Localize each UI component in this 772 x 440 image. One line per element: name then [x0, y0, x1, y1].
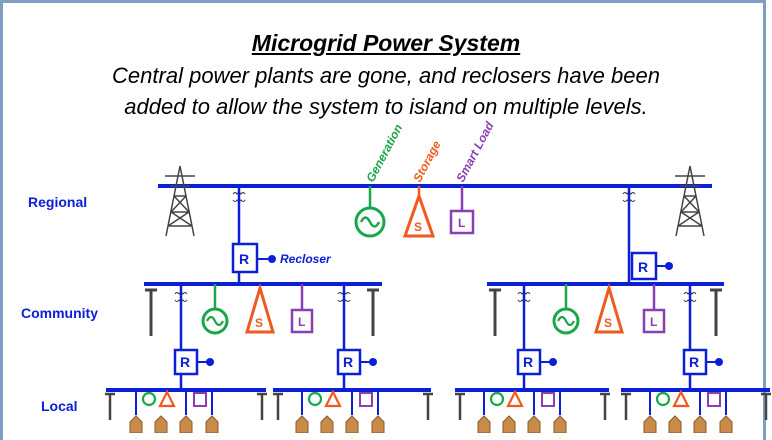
- house-icon: [295, 415, 385, 433]
- house-icon: [129, 415, 219, 433]
- storage-icon: [593, 282, 625, 334]
- generation-icon: [655, 391, 671, 407]
- smart-load-icon: [707, 392, 721, 407]
- recloser-symbol: R: [239, 251, 249, 267]
- smart-load-icon: [359, 392, 373, 407]
- local-cluster: [455, 389, 610, 433]
- svg-text:R: R: [180, 354, 190, 370]
- svg-text:R: R: [343, 354, 353, 370]
- local-cluster: [621, 389, 771, 433]
- storage-icon: [158, 389, 176, 408]
- storage-symbol: S: [414, 220, 422, 234]
- svg-text:R: R: [638, 259, 648, 275]
- svg-text:S: S: [604, 316, 612, 330]
- smart-load-icon: [642, 308, 666, 334]
- svg-text:R: R: [523, 354, 533, 370]
- subtitle-line-2: added to allow the system to island on m…: [124, 94, 648, 119]
- svg-text:R: R: [689, 354, 699, 370]
- transmission-tower-icon: [165, 165, 195, 237]
- diagram-title: Microgrid Power System: [251, 30, 521, 56]
- level-label-regional: Regional: [28, 194, 87, 210]
- house-icon: [643, 415, 733, 433]
- legend-smart-load: Smart Load: [453, 119, 497, 184]
- local-cluster: [273, 389, 433, 433]
- recloser-label: Recloser: [280, 252, 332, 266]
- legend-generation: Generation: [363, 122, 405, 185]
- storage-icon: [402, 191, 436, 238]
- generation-icon: [141, 391, 157, 407]
- load-symbol: L: [458, 216, 465, 230]
- level-label-community: Community: [21, 305, 98, 321]
- svg-text:L: L: [298, 315, 305, 329]
- smart-load-icon: [541, 392, 555, 407]
- svg-text:L: L: [650, 315, 657, 329]
- generation-icon: [489, 391, 505, 407]
- storage-icon: [506, 389, 524, 408]
- generation-icon: [307, 391, 323, 407]
- smart-load-icon: [193, 392, 207, 407]
- smart-load-icon: [290, 308, 314, 334]
- level-label-local: Local: [41, 398, 78, 414]
- storage-icon: [672, 389, 690, 408]
- subtitle-line-1: Central power plants are gone, and reclo…: [112, 63, 660, 88]
- svg-text:S: S: [255, 316, 263, 330]
- storage-icon: [324, 389, 342, 408]
- pole-icon: [145, 288, 722, 336]
- house-icon: [477, 415, 567, 433]
- local-cluster: [105, 389, 267, 433]
- storage-icon: [244, 282, 276, 334]
- legend-storage: Storage: [410, 138, 443, 184]
- transformer-icon: [174, 292, 697, 302]
- transmission-tower-icon: [675, 165, 705, 237]
- smart-load-icon: [449, 209, 475, 235]
